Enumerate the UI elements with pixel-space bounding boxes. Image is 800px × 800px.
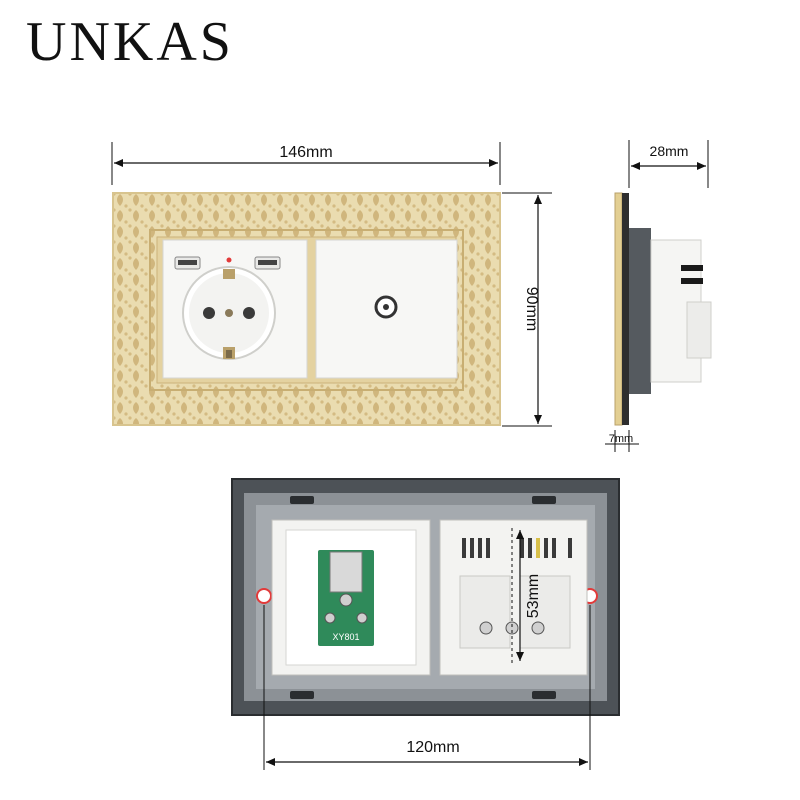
side-depth-label: 28mm [650, 143, 689, 159]
module-label: XY801 [332, 632, 359, 642]
back-view: XY801 53mm [231, 478, 620, 770]
screw-hole-left [256, 588, 272, 604]
back-width-label: 120mm [406, 739, 459, 756]
schuko-usb-module [162, 239, 308, 379]
side-plate-label: 7mm [609, 433, 633, 445]
power-indicator-led [226, 257, 232, 263]
front-height-label: 90mm [523, 287, 540, 331]
front-width-label: 146mm [279, 144, 332, 161]
back-height-label: 53mm [525, 574, 542, 618]
side-module-body [629, 228, 712, 394]
brand-logo: UNKAS [26, 11, 234, 73]
tv-module-back: XY801 [271, 519, 431, 676]
side-plate [614, 192, 623, 426]
side-view: 28mm 7mm [605, 140, 712, 452]
front-view: 146mm 90mm [111, 142, 552, 427]
tv-socket-module [315, 239, 458, 379]
schuko-module-back [439, 519, 588, 676]
